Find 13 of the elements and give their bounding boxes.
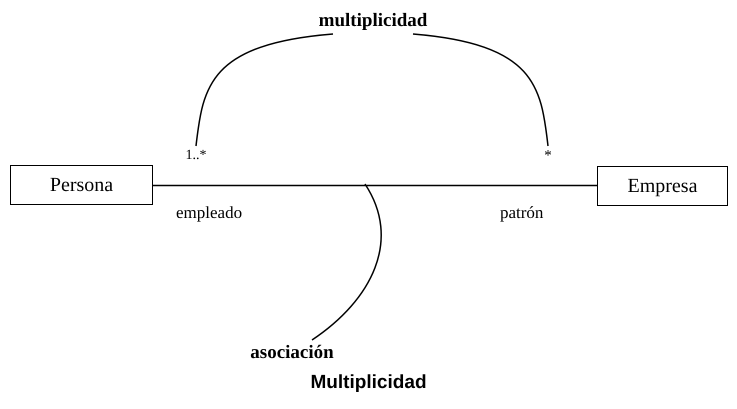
role-label: empleado	[176, 203, 242, 223]
leader-line	[412, 33, 549, 146]
caption: Multiplicidad	[309, 372, 428, 394]
association-line	[153, 184, 597, 186]
multiplicity-label: 1..*	[178, 146, 214, 166]
class-box: Empresa	[597, 166, 728, 206]
class-box: Persona	[10, 165, 153, 205]
callout-text: asociación	[232, 340, 352, 366]
leader-line	[312, 184, 382, 341]
leader-line	[195, 33, 334, 146]
multiplicity-label: *	[538, 146, 558, 166]
role-label: patrón	[500, 203, 544, 223]
callout-text: multiplicidad	[308, 8, 438, 34]
